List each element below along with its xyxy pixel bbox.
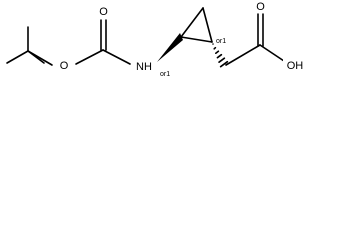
amine-nh-label: NH bbox=[136, 61, 152, 73]
wedge-bond-n-c1 bbox=[157, 33, 183, 62]
ester-oxygen-label: O bbox=[60, 60, 69, 72]
bond-tbu-methyl-left bbox=[6, 50, 29, 64]
hydroxyl-oh-label: OH bbox=[287, 60, 304, 72]
cyclopropane-ring bbox=[180, 7, 213, 43]
carbamate-carbonyl-oxygen-label: O bbox=[99, 6, 108, 18]
bond-ring-c2-c3 bbox=[202, 7, 213, 43]
acid-carbonyl-oxygen-label: O bbox=[256, 1, 265, 13]
hash-line bbox=[213, 46, 217, 50]
tert-butyl-group bbox=[6, 26, 53, 66]
stereo-label-c2: or1 bbox=[216, 38, 226, 45]
hash-line bbox=[218, 57, 226, 64]
carbamate-group bbox=[75, 19, 131, 65]
molecule-drawing: O O NH or1 or1 O OH bbox=[6, 0, 307, 78]
hash-line bbox=[215, 50, 220, 55]
bond-carbonyl-to-n bbox=[102, 49, 131, 65]
acetic-acid-group bbox=[225, 13, 285, 66]
bond-cooh-to-oh bbox=[259, 44, 285, 62]
structure-canvas: O O NH or1 or1 O OH bbox=[0, 0, 338, 88]
stereo-label-c1: or1 bbox=[160, 71, 170, 78]
hash-line bbox=[216, 53, 223, 59]
bond-ring-c1-c2 bbox=[180, 36, 213, 43]
bond-ring-c1-c3 bbox=[180, 7, 204, 38]
bond-tbu-to-ester-o bbox=[27, 50, 53, 66]
hashed-wedge-c2-ch2 bbox=[212, 43, 229, 68]
hash-line bbox=[219, 60, 229, 68]
bond-ester-o-to-carbonyl bbox=[75, 49, 104, 65]
bond-ch2-to-cooh bbox=[225, 44, 261, 66]
